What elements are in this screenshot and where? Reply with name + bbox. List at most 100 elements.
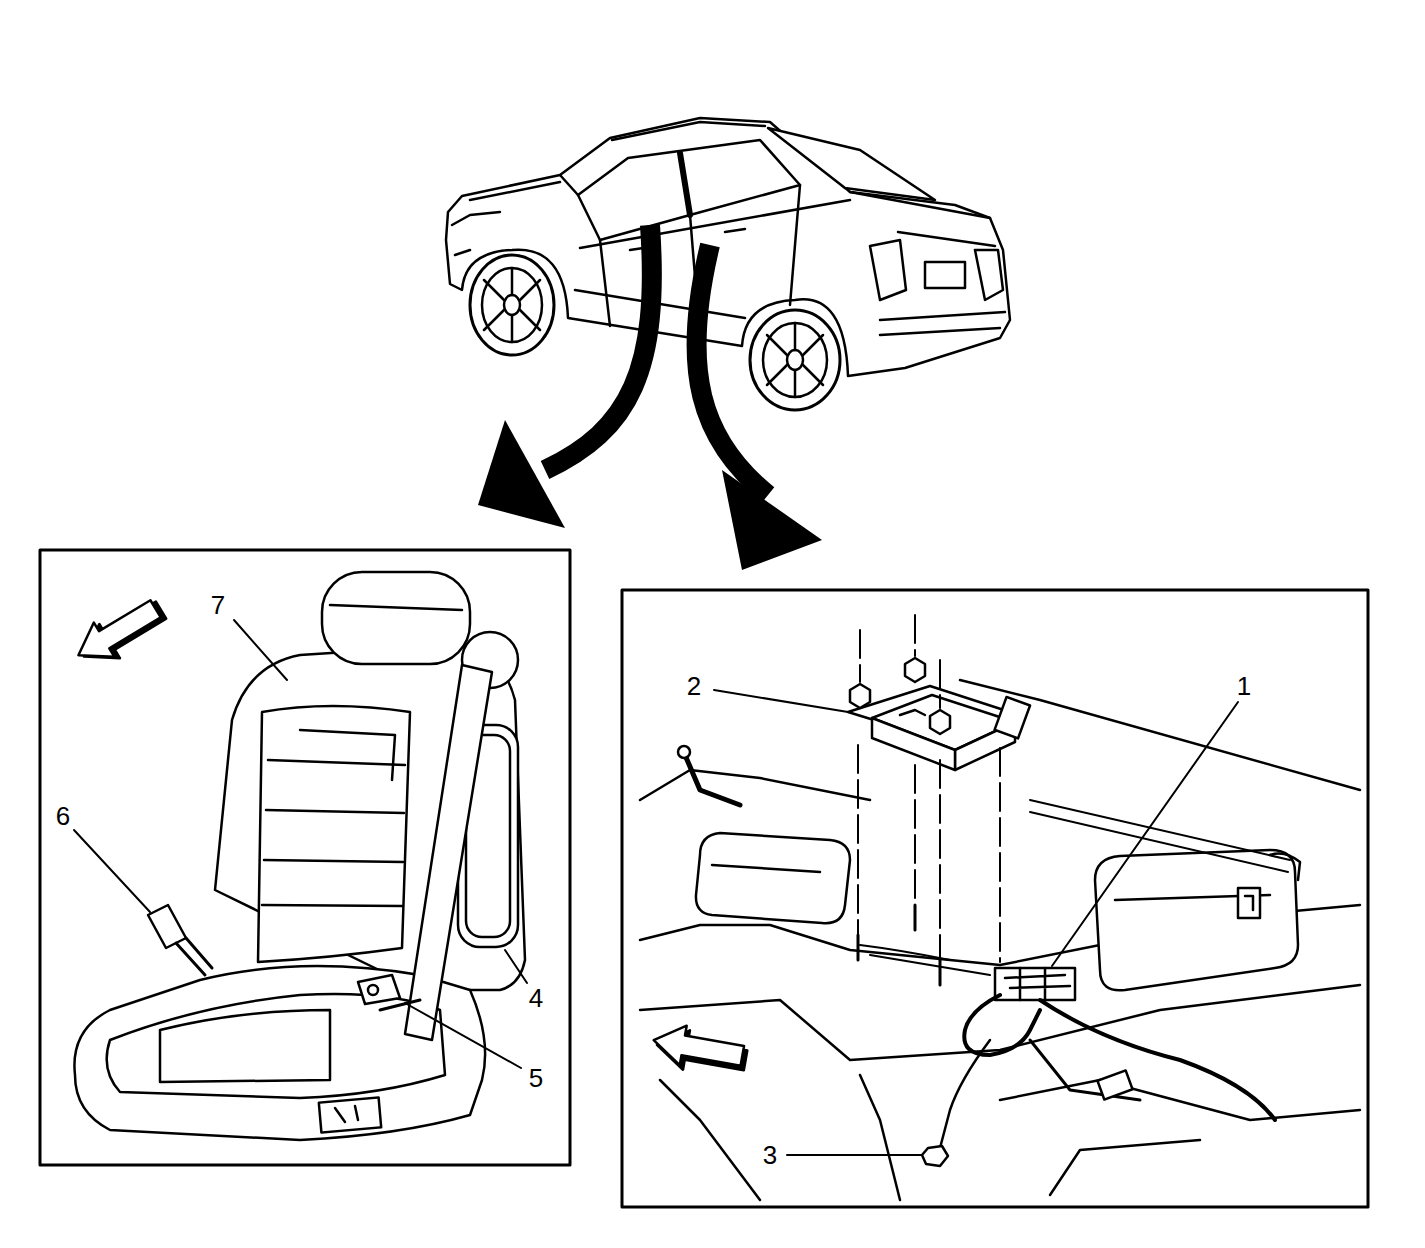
car-illustration	[578, 140, 800, 240]
forward-arrow	[68, 592, 166, 673]
fastener-nut	[930, 710, 950, 734]
fastener-nut	[905, 658, 925, 682]
callout-number: 1	[1235, 672, 1253, 700]
belt-anchor	[368, 985, 378, 995]
seat-belt-buckle-receiver	[1238, 888, 1260, 918]
callout-number: 7	[209, 591, 227, 619]
callout-number: 3	[761, 1141, 779, 1169]
view-arrow	[696, 245, 822, 570]
view-arrow	[478, 420, 565, 528]
connector	[995, 968, 1075, 1000]
sensing-module	[995, 697, 1030, 738]
seat-belt-buckle-receiver	[1238, 888, 1260, 918]
forward-arrow	[650, 1020, 746, 1075]
floor-pan-illustration	[1050, 1140, 1200, 1195]
wire-harness	[1097, 1070, 1132, 1099]
leader-line	[714, 690, 848, 712]
floor-pan-illustration	[696, 833, 850, 923]
belt-anchor	[358, 975, 400, 1004]
callout-number: 4	[527, 984, 545, 1012]
wire-harness	[960, 680, 1360, 790]
front-wheel	[484, 268, 540, 342]
callout-number: 2	[685, 672, 703, 700]
seat-illustration	[107, 994, 445, 1098]
seat-illustration	[300, 730, 395, 780]
seat-belt-buckle	[148, 905, 186, 948]
car-illustration	[768, 128, 935, 200]
front-wheel	[470, 255, 554, 355]
connector	[995, 968, 1075, 1000]
leader-line	[1052, 702, 1238, 966]
rear-wheel	[750, 310, 840, 410]
centerline	[860, 615, 940, 708]
seat-illustration	[262, 760, 405, 906]
belt-anchor	[358, 975, 400, 1004]
wire-harness	[860, 945, 990, 975]
detail-frame	[622, 590, 1368, 1207]
seat-belt-buckle	[176, 938, 212, 975]
view-arrow	[696, 245, 768, 495]
seat-illustration	[335, 1106, 358, 1122]
mounting-stud	[858, 905, 940, 985]
view-arrow	[478, 225, 652, 528]
connector	[1005, 968, 1070, 1000]
seat-illustration	[258, 706, 410, 962]
wire-harness	[1040, 1000, 1275, 1120]
seat-belt	[405, 665, 492, 1040]
leader-line	[74, 830, 150, 912]
car-illustration	[470, 175, 578, 200]
wire-harness	[678, 680, 1360, 975]
wire-harness	[678, 746, 690, 758]
centerline	[858, 615, 1000, 985]
floor-pan-illustration	[660, 1075, 1360, 1200]
wire-harness	[685, 755, 740, 805]
wire-harness	[964, 995, 1040, 1055]
wire-harness	[940, 1040, 990, 1148]
sensing-module	[900, 710, 925, 715]
car-illustration	[612, 122, 765, 140]
centerline	[858, 745, 1000, 985]
view-arrow	[545, 225, 652, 470]
front-wheel	[504, 295, 520, 315]
floor-pan-illustration	[640, 770, 870, 800]
illustration	[40, 118, 1368, 1207]
rear-wheel	[767, 323, 823, 397]
car-illustration	[925, 262, 965, 288]
floor-pan-illustration	[1095, 850, 1298, 990]
car-illustration	[680, 153, 690, 215]
ground-bolt	[922, 1146, 948, 1166]
forward-arrow	[68, 590, 171, 676]
seat-belt	[380, 632, 518, 1040]
mounting-stud	[858, 905, 940, 985]
fastener-nut	[850, 658, 950, 734]
seat-illustration	[322, 572, 470, 664]
rear-wheel	[763, 323, 827, 397]
car-illustration	[452, 212, 500, 255]
ground-bolt	[922, 1146, 948, 1166]
wire-harness	[940, 995, 1275, 1148]
car-illustration	[870, 240, 906, 300]
wire-harness	[1270, 854, 1300, 880]
car-illustration	[446, 118, 1010, 410]
floor-pan-illustration	[640, 615, 1360, 1200]
seat-illustration	[330, 605, 462, 610]
car-illustration	[975, 250, 1003, 300]
floor-pan-illustration	[712, 865, 820, 872]
seat-belt-buckle-receiver	[1245, 896, 1253, 910]
leader-line	[405, 1003, 521, 1068]
seat-illustration	[319, 1097, 381, 1132]
seat-illustration	[160, 1010, 330, 1082]
seat-belt-buckle	[148, 905, 212, 975]
leader-line	[74, 620, 1238, 1155]
floor-pan-illustration	[640, 985, 1360, 1060]
fastener-nut	[850, 684, 870, 708]
seat-illustration	[74, 572, 525, 1140]
rear-wheel	[787, 350, 803, 370]
callout-number: 5	[527, 1064, 545, 1092]
leader-line	[234, 620, 287, 680]
front-wheel	[482, 268, 542, 342]
front-wheel	[470, 255, 554, 355]
